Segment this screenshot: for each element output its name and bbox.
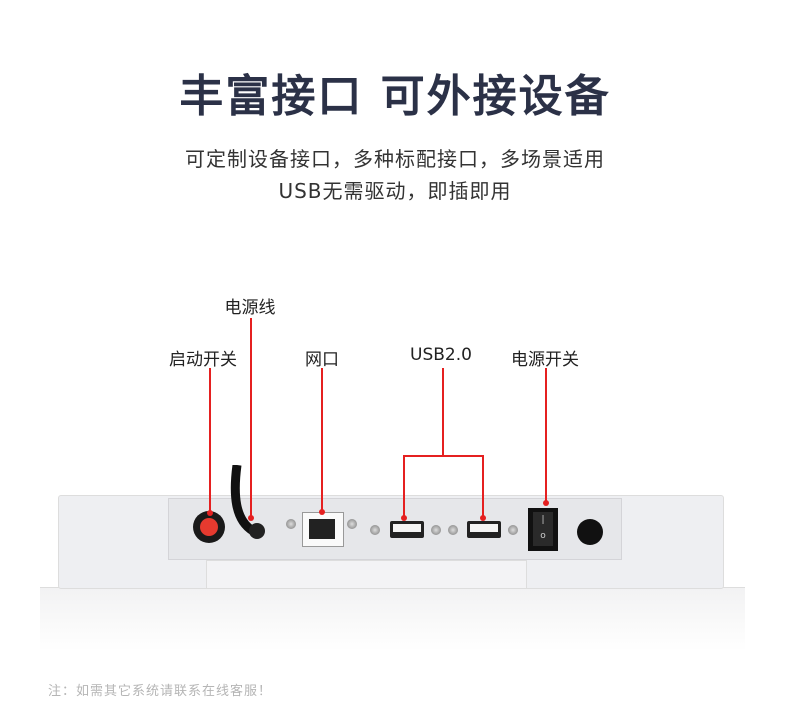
callout-line [321, 368, 323, 512]
label-network-port: 网口 [305, 350, 339, 370]
callout-line [545, 368, 547, 503]
callout-dot [319, 509, 325, 515]
usb-port-2 [467, 521, 501, 538]
power-cord-cable [230, 465, 265, 539]
label-power-switch: 电源开关 [511, 350, 579, 370]
device-tab [206, 560, 527, 589]
panel-hole [577, 519, 603, 545]
screw-icon [431, 525, 441, 535]
screw-icon [508, 525, 518, 535]
callout-line [482, 455, 484, 518]
screw-icon [286, 519, 296, 529]
callout-line [250, 318, 252, 518]
screw-icon [370, 525, 380, 535]
footnote: 注：如需其它系统请联系在线客服！ [48, 684, 273, 699]
rj45-port [302, 512, 344, 547]
label-power-cord: 电源线 [224, 298, 276, 318]
label-start-switch: 启动开关 [169, 350, 237, 370]
callout-line [442, 368, 444, 456]
callout-dot [543, 500, 549, 506]
callout-dot [207, 510, 213, 516]
callout-dot [248, 515, 254, 521]
page-title: 丰富接口 可外接设备 [179, 71, 611, 122]
subtitle-line-2: USB无需驱动，即插即用 [278, 179, 512, 203]
usb-port-1 [390, 521, 424, 538]
callout-line [209, 368, 211, 513]
callout-dot [480, 515, 486, 521]
label-usb: USB2.0 [410, 345, 472, 365]
device-bezel [40, 587, 745, 651]
start-button [193, 511, 225, 543]
screw-icon [448, 525, 458, 535]
power-rocker-switch: |o [528, 508, 558, 551]
screw-icon [347, 519, 357, 529]
subtitle-line-1: 可定制设备接口，多种标配接口，多场景适用 [185, 147, 605, 171]
callout-line [403, 455, 405, 518]
callout-dot [401, 515, 407, 521]
callout-line [403, 455, 483, 457]
